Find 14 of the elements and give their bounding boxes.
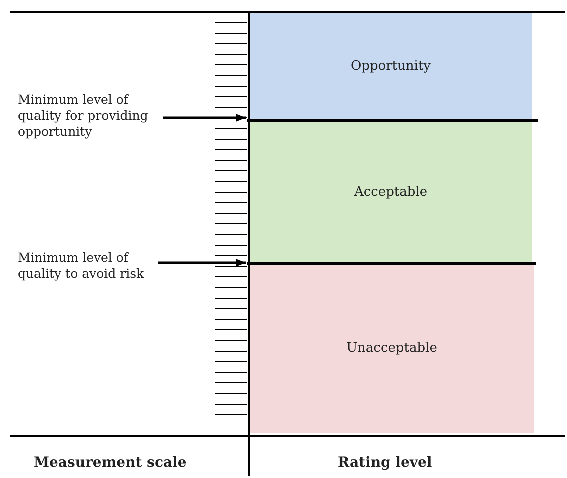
band-label: Acceptable [354,184,428,200]
rating-band [250,13,532,120]
band-label: Unacceptable [346,341,438,356]
threshold-line [247,262,536,264]
arrow [158,259,246,267]
threshold-label: Minimum level of quality for providing opportunity [18,92,150,140]
axis-title: Measurement scale [34,455,187,471]
axis-title: Rating level [338,455,432,471]
threshold-label: Minimum level of quality to avoid risk [18,250,146,282]
band-label: Opportunity [350,59,432,74]
rating-band [250,121,532,263]
threshold-line [247,119,538,122]
arrow [163,114,246,122]
rating-band [250,264,534,433]
